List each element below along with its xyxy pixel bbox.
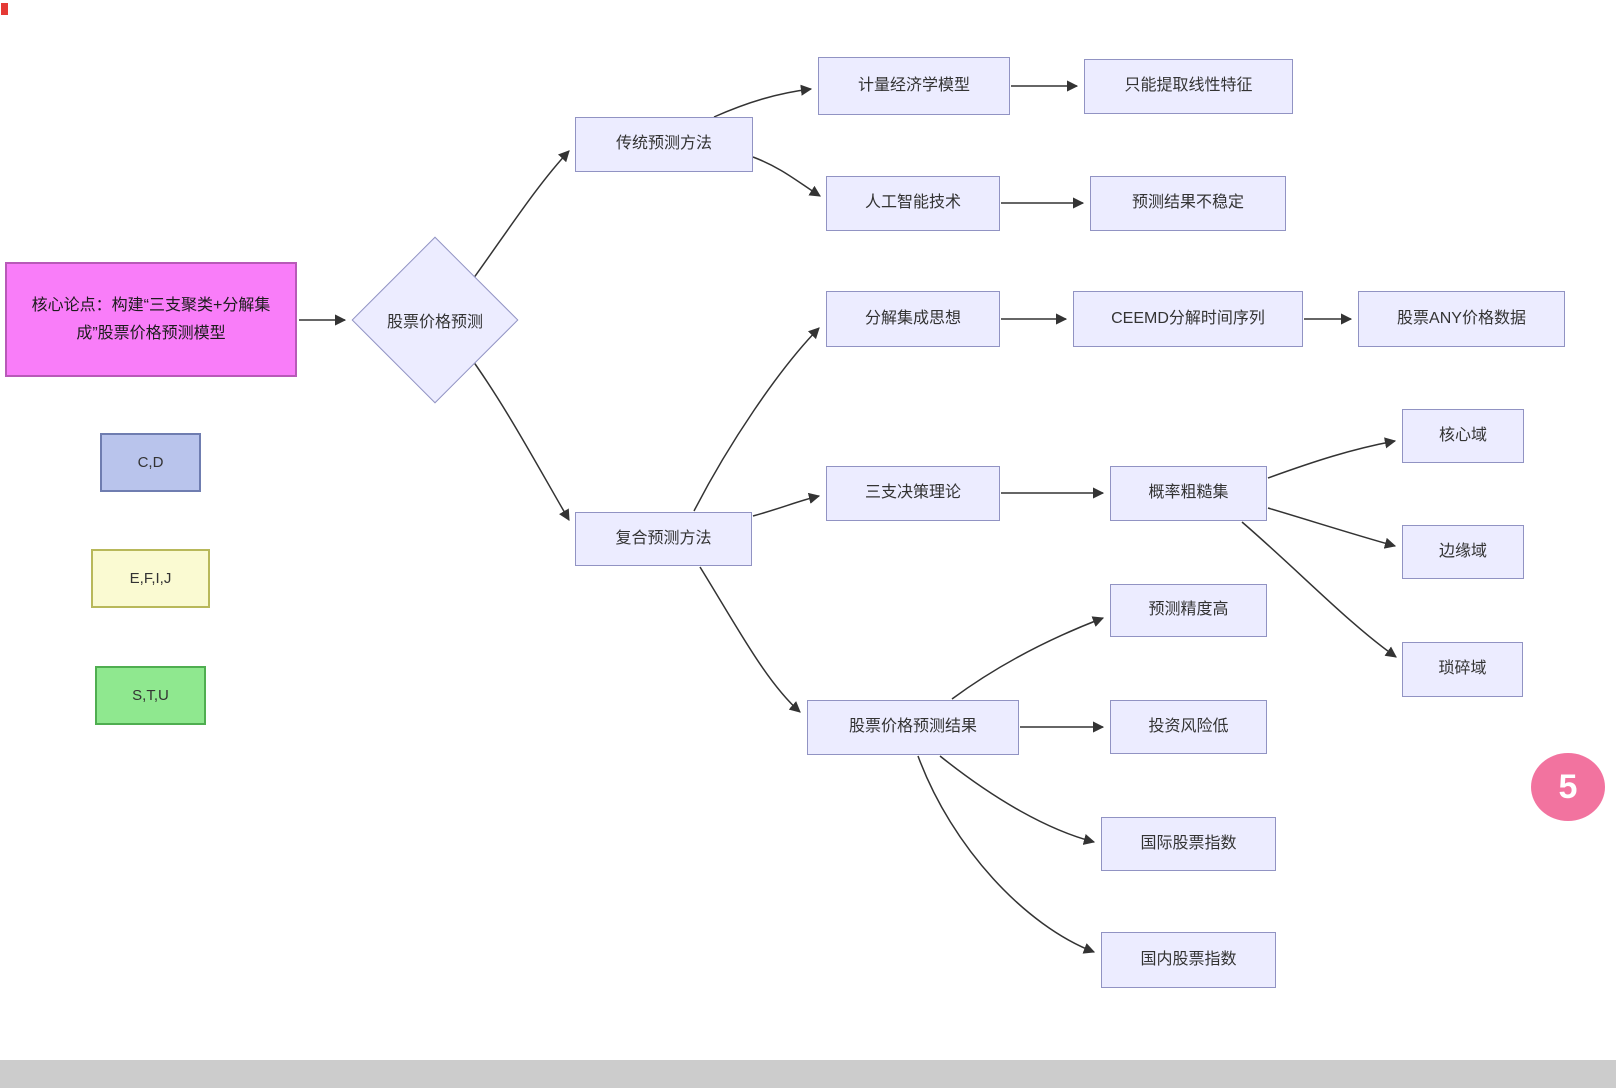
- edge-traditional-to-ai: [752, 156, 821, 197]
- edge-center-to-composite: [467, 353, 570, 521]
- node-stock-price-prediction: 股票价格预测: [386, 314, 483, 331]
- edge-roughset-to-boundary: [1267, 507, 1397, 549]
- edge-composite-to-result: [699, 566, 801, 713]
- node-prediction-results: 股票价格预测结果: [807, 700, 1019, 755]
- node-econometric-model: 计量经济学模型: [818, 57, 1010, 115]
- floating-badge-button[interactable]: 5: [1531, 753, 1605, 821]
- edge-composite-to-threeway: [752, 492, 821, 517]
- node-ai-technology: 人工智能技术: [826, 176, 1000, 231]
- edge-center-to-traditional: [467, 150, 570, 287]
- node-traditional-methods: 传统预测方法: [575, 117, 753, 172]
- bottom-bar: [0, 1060, 1616, 1088]
- node-core-domain: 核心域: [1402, 409, 1524, 463]
- node-high-accuracy: 预测精度高: [1110, 584, 1267, 637]
- node-three-way-decision-theory: 三支决策理论: [826, 466, 1000, 521]
- node-ceemd-time-series: CEEMD分解时间序列: [1073, 291, 1303, 347]
- edge-composite-to-decomposition: [693, 327, 820, 512]
- node-probabilistic-rough-set: 概率粗糙集: [1110, 466, 1267, 521]
- edge-traditional-to-econometric: [713, 84, 813, 118]
- edge-result-to-intl: [939, 755, 1096, 845]
- node-international-stock-index: 国际股票指数: [1101, 817, 1276, 871]
- node-domestic-stock-index: 国内股票指数: [1101, 932, 1276, 988]
- node-linear-features-only: 只能提取线性特征: [1084, 59, 1293, 114]
- node-unstable-results: 预测结果不稳定: [1090, 176, 1286, 231]
- node-stock-any-price-data: 股票ANY价格数据: [1358, 291, 1565, 347]
- edge-result-to-accuracy: [951, 616, 1105, 700]
- legend-item-stu: S,T,U: [95, 666, 206, 725]
- node-composite-methods: 复合预测方法: [575, 512, 752, 566]
- node-low-investment-risk: 投资风险低: [1110, 700, 1267, 754]
- edge-roughset-to-core: [1267, 437, 1397, 479]
- legend-item-efij: E,F,I,J: [91, 549, 210, 608]
- node-trivial-domain: 琐碎域: [1402, 642, 1523, 697]
- node-decomposition-integration: 分解集成思想: [826, 291, 1000, 347]
- node-boundary-domain: 边缘域: [1402, 525, 1524, 579]
- node-root-thesis: 核心论点：构建“三支聚类+分解集成”股票价格预测模型: [5, 262, 297, 377]
- legend-item-cd: C,D: [100, 433, 201, 492]
- corner-mark: [1, 3, 8, 15]
- edge-result-to-domestic: [917, 755, 1096, 954]
